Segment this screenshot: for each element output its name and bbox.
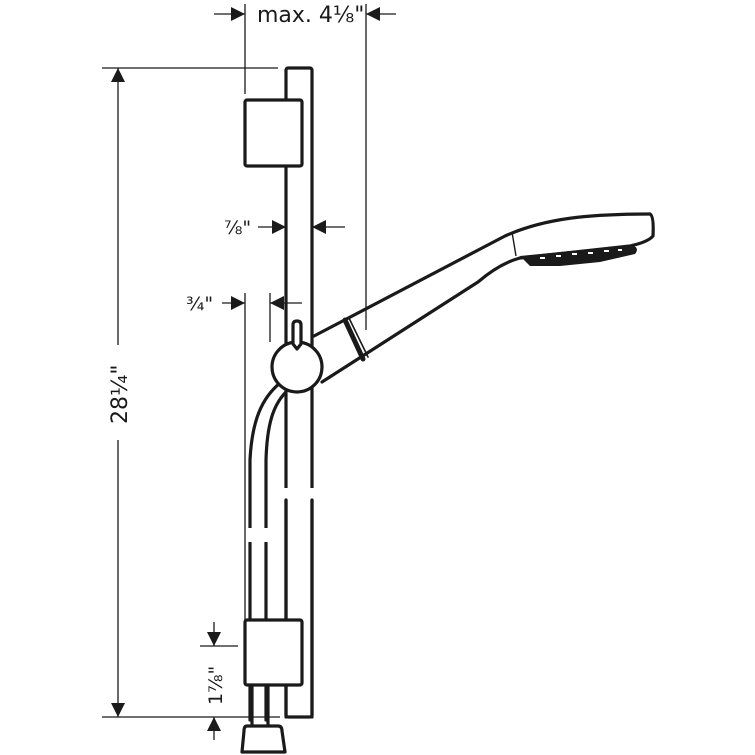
- dim-rail-width: ⅞": [224, 217, 345, 239]
- dim-hose-offset: ¾": [186, 293, 302, 620]
- slider-knob: [291, 319, 303, 351]
- dim-handshower-projection: max. 4⅛": [214, 3, 396, 330]
- handle-collar-ring: [342, 317, 366, 362]
- dim-label-projection: max. 4⅛": [257, 3, 364, 28]
- head-front: [518, 212, 655, 260]
- top-bracket: [243, 98, 304, 168]
- hose: [244, 381, 288, 722]
- arrow-down-icon: [207, 632, 221, 646]
- bottom-bracket: [243, 618, 304, 727]
- handle-collar-edge: [348, 317, 369, 358]
- dim-overall-height: 28¼": [102, 67, 280, 718]
- nozzle-highlights: [540, 249, 622, 259]
- hose-outer-edge: [248, 381, 282, 722]
- bottom-bracket-body: [243, 618, 304, 687]
- arrow-right-icon: [231, 7, 245, 21]
- spray-face: [520, 245, 637, 266]
- arrow-up-icon: [111, 68, 125, 82]
- arrow-left-icon: [366, 7, 380, 21]
- dim-bottom-bracket-height: 1⅞": [200, 622, 238, 740]
- arrow-left-icon: [312, 220, 326, 234]
- dim-label-bracket-height: 1⅞": [205, 666, 227, 705]
- dim-label-rail-width: ⅞": [224, 217, 251, 239]
- top-bracket-body: [243, 98, 304, 168]
- dim-label-height: 28¼": [108, 365, 133, 424]
- hose-break-gap: [244, 528, 272, 542]
- arrow-left-icon: [270, 296, 284, 310]
- handle-top-edge: [312, 212, 652, 338]
- arrow-up-icon: [207, 717, 221, 731]
- arrow-right-icon: [272, 220, 286, 234]
- hand-shower: [312, 212, 655, 384]
- arrow-down-icon: [111, 703, 125, 717]
- hose-nut-body: [240, 724, 287, 754]
- head-seam: [511, 231, 517, 257]
- dim-label-hose-offset: ¾": [186, 293, 213, 315]
- handle-bottom-edge: [320, 256, 522, 384]
- hose-inner-edge: [264, 390, 288, 722]
- rail-break-gap: [283, 488, 315, 500]
- hose-nut: [240, 724, 287, 754]
- slider: [270, 319, 324, 394]
- arrow-right-icon: [231, 296, 245, 310]
